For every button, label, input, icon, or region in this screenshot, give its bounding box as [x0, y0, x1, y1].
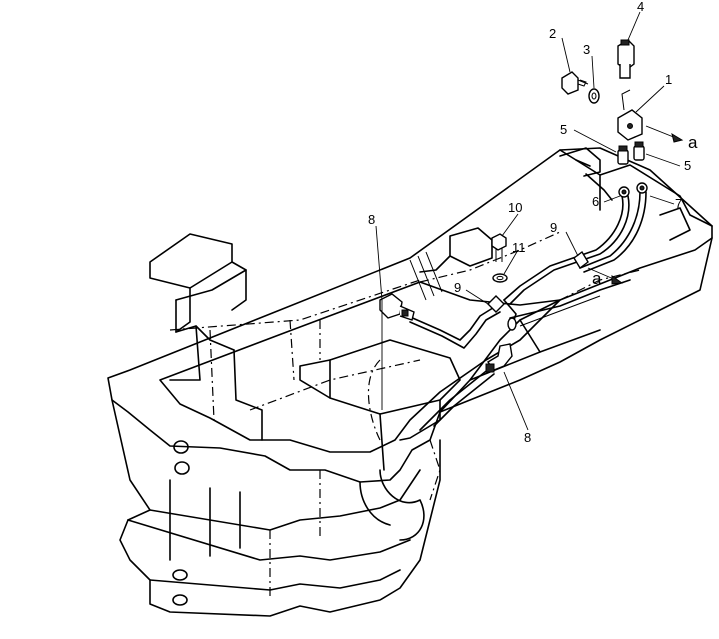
- callout-6: 6: [592, 194, 599, 209]
- callout-1: 1: [665, 72, 672, 87]
- frame-hole: [172, 569, 188, 581]
- tube-lower: [419, 367, 495, 431]
- part-9-clamp-left: [487, 295, 505, 313]
- callout-9-right: 9: [550, 220, 557, 235]
- hose-end-6: [618, 186, 630, 198]
- mount-bracket-right: [559, 147, 613, 201]
- callout-9-left: 9: [454, 280, 461, 295]
- part-8-elbow-right: [485, 343, 513, 373]
- tube-right: [503, 299, 517, 331]
- part-4-elbow: [617, 39, 635, 79]
- callout-3: 3: [583, 42, 590, 57]
- rod-a: [509, 279, 631, 327]
- callout-10: 10: [508, 200, 522, 215]
- callout-7: 7: [675, 196, 682, 211]
- hose-end-7: [636, 182, 648, 194]
- part-11-washer: [492, 273, 508, 283]
- leader-lines: [375, 11, 684, 431]
- mount-bracket-center: [409, 227, 493, 301]
- frame-hole: [174, 461, 190, 475]
- part-5-connector-right: [633, 141, 645, 161]
- callout-4: 4: [637, 0, 644, 14]
- callout-8-right: 8: [524, 430, 531, 445]
- part-10-bolt: [491, 233, 507, 262]
- reference-a-mid: a: [592, 269, 602, 288]
- hose-6: [503, 195, 630, 305]
- frame-hole: [172, 594, 188, 606]
- part-3-washer: [588, 88, 600, 104]
- tube-left: [407, 305, 501, 349]
- frame-hole: [173, 440, 189, 454]
- callout-5-left: 5: [560, 122, 567, 137]
- hidden-lines: [169, 231, 641, 600]
- part-1-block: [617, 89, 643, 141]
- hose-7: [579, 191, 647, 273]
- callout-2: 2: [549, 26, 556, 41]
- part-5-connector-left: [617, 145, 629, 165]
- part-2-bolt: [561, 71, 589, 95]
- reference-a-top: a: [688, 133, 698, 152]
- callout-5-right: 5: [684, 158, 691, 173]
- callout-11: 11: [512, 240, 526, 255]
- part-8-elbow-left: [379, 293, 415, 321]
- callout-labels: 1 2 3 4 5 5 6 7 8 8 9 9 10 11 a a: [368, 0, 698, 445]
- callout-8-left: 8: [368, 212, 375, 227]
- main-frame: [107, 147, 713, 617]
